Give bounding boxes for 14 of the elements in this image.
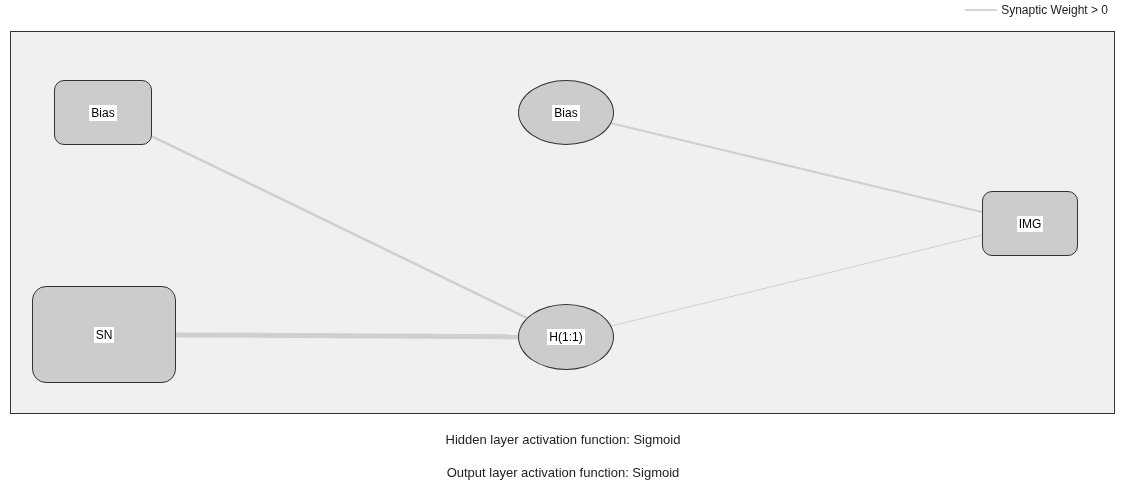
neuron-box <box>982 191 1078 256</box>
caption-text: Output layer activation function: Sigmoid <box>446 465 680 480</box>
node-label: H(1:1) <box>547 329 585 345</box>
node-label: IMG <box>1016 215 1044 232</box>
connection-line <box>610 122 983 213</box>
neuron-box <box>32 286 176 383</box>
connection-line <box>176 332 518 340</box>
node-label: Bias <box>552 104 580 121</box>
node-label: SN <box>93 326 115 343</box>
connection-line <box>610 234 983 327</box>
node-label: Bias <box>89 104 117 121</box>
legend-label: Synaptic Weight > 0 <box>1001 3 1108 17</box>
caption-text: Hidden layer activation function: Sigmoid <box>445 432 681 447</box>
neuron-box <box>54 80 152 145</box>
